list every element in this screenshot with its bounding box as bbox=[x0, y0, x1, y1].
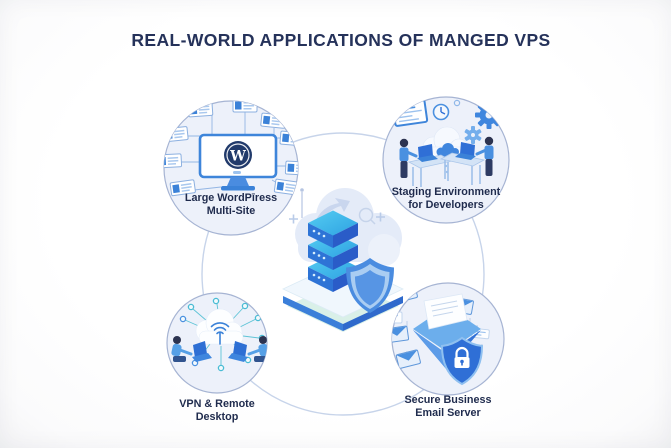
node-circle-wordpress: W bbox=[163, 100, 299, 236]
envelope-icon bbox=[392, 325, 410, 344]
label-line: VPN & Remote bbox=[179, 398, 255, 410]
document-card-icon bbox=[392, 311, 403, 324]
laptop-icon bbox=[455, 142, 476, 160]
page-title: REAL-WORLD APPLICATIONS OF MANGED VPS bbox=[131, 30, 551, 50]
developer-figure bbox=[399, 138, 454, 187]
node-label-vpn: VPN & Remote Desktop bbox=[142, 398, 292, 423]
center-illustration bbox=[282, 188, 404, 332]
label-line: Desktop bbox=[195, 410, 239, 423]
label-line: Secure Business bbox=[404, 394, 492, 406]
label-line: Multi-Site bbox=[206, 204, 256, 217]
label-line: for Developers bbox=[408, 198, 484, 211]
network-nodes bbox=[179, 297, 266, 372]
label-line: Staging Environment bbox=[391, 186, 501, 198]
code-panel-icon bbox=[391, 99, 429, 127]
developer-figure bbox=[439, 136, 494, 185]
envelope-icon bbox=[395, 349, 421, 369]
node-label-staging: Staging Environment for Developers bbox=[371, 186, 521, 211]
connection-ring bbox=[201, 132, 485, 416]
label-line: Large WordPīress bbox=[184, 192, 278, 204]
lock-shield-icon bbox=[440, 336, 484, 386]
shield-icon bbox=[346, 258, 394, 313]
wordpress-monitor: W bbox=[198, 133, 278, 191]
letter bbox=[423, 293, 468, 330]
laptop-icon bbox=[192, 341, 212, 362]
node-circle-vpn bbox=[166, 292, 268, 394]
magnifier-decoration bbox=[358, 207, 376, 225]
user-figure bbox=[228, 336, 267, 362]
node-label-wordpress: Large WordPīress Multi-Site bbox=[156, 192, 306, 217]
svg-text:W: W bbox=[229, 149, 246, 165]
node-label-email: Secure Business Email Server bbox=[373, 394, 523, 419]
laptop-icon bbox=[417, 144, 438, 162]
wifi-cloud-icon bbox=[195, 308, 244, 345]
clock-icon bbox=[432, 99, 461, 121]
wordpress-logo: W bbox=[224, 141, 252, 169]
node-circle-staging bbox=[382, 96, 510, 224]
plus-decoration bbox=[289, 212, 385, 224]
label-line: Email Server bbox=[415, 406, 481, 419]
laptop-icon bbox=[228, 341, 248, 362]
user-figure bbox=[171, 336, 212, 362]
antenna-decoration bbox=[300, 188, 304, 218]
